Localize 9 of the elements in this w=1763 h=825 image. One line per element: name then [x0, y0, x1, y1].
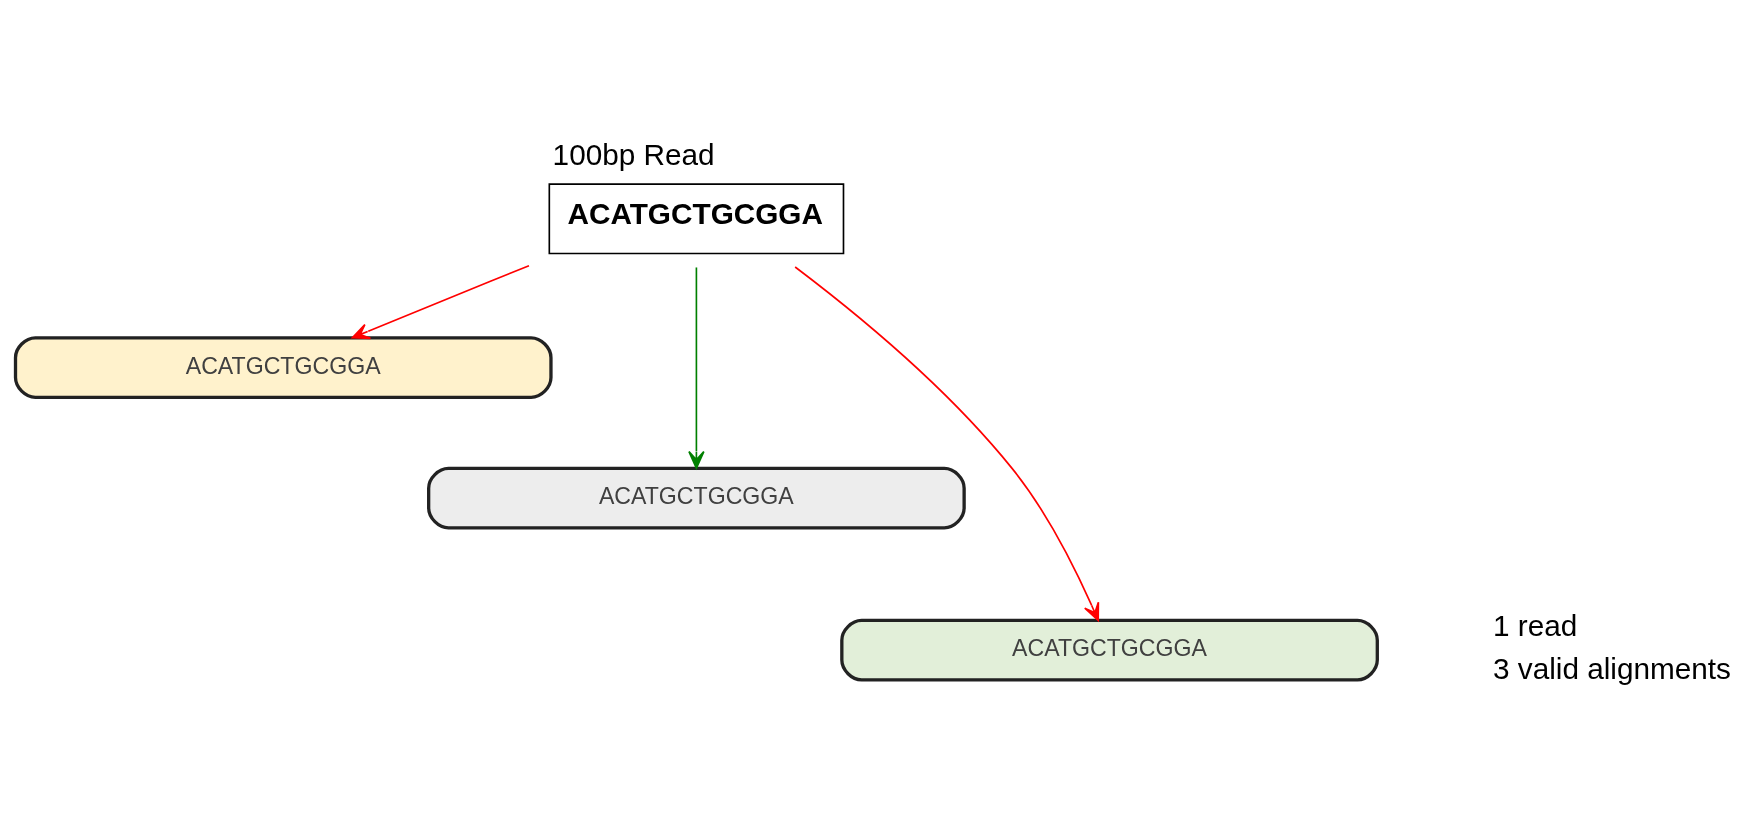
arrow	[794, 265, 1100, 621]
label: 1 read	[1492, 608, 1578, 642]
label: 3 valid alignments	[1492, 651, 1731, 685]
node-label: 100bp Read	[552, 137, 715, 171]
node-box: ACATGCTGCGGA	[427, 466, 966, 529]
node-box: ACATGCTGCGGA	[840, 618, 1379, 682]
arrow	[351, 264, 530, 339]
node-box: ACATGCTGCGGA	[13, 335, 553, 399]
arrow	[688, 266, 705, 469]
